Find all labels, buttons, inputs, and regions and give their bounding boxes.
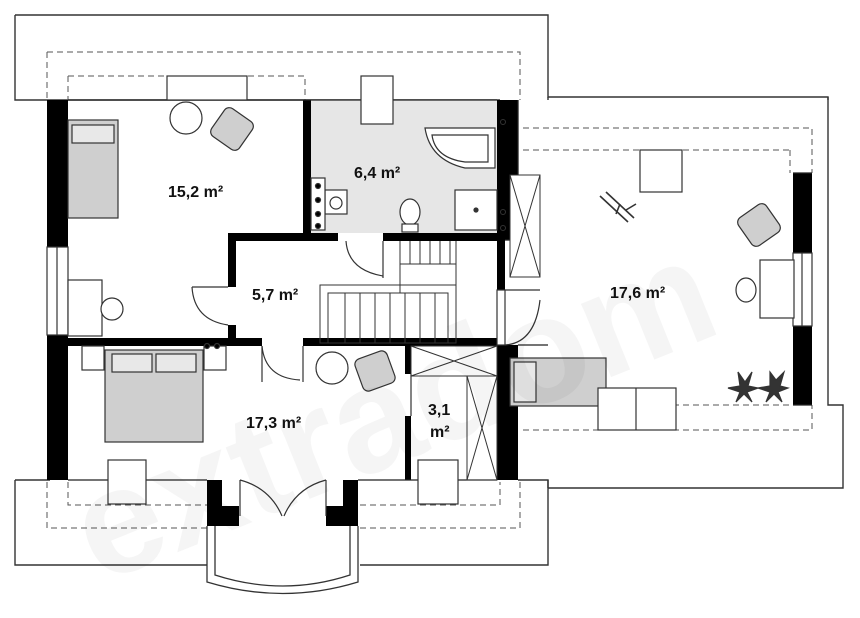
room-area-bedroom-east: 17,6 m² <box>610 285 665 302</box>
plant-1 <box>727 371 761 403</box>
wall-hall-north <box>228 233 338 241</box>
armchair-east <box>737 203 781 247</box>
closet-fixtures <box>410 345 498 481</box>
wall-closet-west-lower <box>405 416 411 480</box>
room-area-hall: 5,7 m² <box>252 287 298 304</box>
desk-nw <box>166 75 248 101</box>
wall-bay-left-2 <box>207 506 239 526</box>
wall-bay-right-2 <box>326 506 358 526</box>
stool-east <box>735 277 757 303</box>
dresser-sw-left <box>107 459 147 505</box>
bedroom-sw-furniture <box>81 342 459 505</box>
room-labels: 15,2 m² 6,4 m² 5,7 m² 17,6 m² 17,3 m² 3,… <box>168 165 665 441</box>
nightstand <box>67 279 103 337</box>
room-area-closet-unit: m² <box>430 424 450 441</box>
room-area-bedroom-nw: 15,2 m² <box>168 184 223 201</box>
armchair <box>210 107 254 151</box>
armchair-sw <box>354 350 396 392</box>
window-central <box>496 289 506 346</box>
bedroom-nw-furniture <box>67 75 254 337</box>
plant-2 <box>757 369 790 403</box>
wardrobe-east <box>639 149 683 193</box>
stool <box>100 297 124 321</box>
bathroom-fixtures <box>310 75 498 233</box>
wall-hall-west-lower <box>228 325 236 345</box>
nightstand-sw-left <box>81 345 105 371</box>
balcony-doors <box>239 479 327 517</box>
easel-icon <box>599 191 637 223</box>
wall-radiator <box>500 119 541 278</box>
pillow-east <box>513 361 537 403</box>
wall-east-lower <box>793 326 812 405</box>
bay-window <box>206 526 359 595</box>
pillow <box>71 124 115 144</box>
bath-cabinet <box>360 75 394 125</box>
shelf-east <box>597 387 677 431</box>
wall-hall-north-2 <box>383 233 505 241</box>
room-area-bedroom-sw: 17,3 m² <box>246 415 301 432</box>
table-round <box>169 101 203 135</box>
wall-central-mid <box>497 240 505 290</box>
pillow-right <box>155 353 197 373</box>
room-area-closet-number: 3,1 <box>428 402 450 419</box>
wall-bed1-bath <box>303 100 311 233</box>
wall-west-upper <box>47 100 68 247</box>
windows <box>46 246 813 346</box>
pillow-left <box>111 353 153 373</box>
staircase <box>319 241 457 344</box>
bedroom-east-furniture <box>509 149 795 431</box>
table-round-sw <box>315 351 349 385</box>
room-area-bathroom: 6,4 m² <box>354 165 400 182</box>
toilet <box>399 198 421 226</box>
towel-rack <box>310 177 326 231</box>
doors <box>191 240 541 416</box>
dresser-sw-right <box>417 459 459 505</box>
desk-east <box>759 259 795 319</box>
wall-bed2-north <box>68 338 262 346</box>
nightstand-sw-right <box>203 345 227 371</box>
wall-bed2-north-2 <box>303 338 500 346</box>
walls <box>47 100 812 526</box>
wall-east-upper <box>793 173 812 253</box>
wall-hall-west <box>228 233 236 287</box>
wall-west-mid <box>47 335 68 480</box>
wall-closet-west <box>405 346 411 374</box>
